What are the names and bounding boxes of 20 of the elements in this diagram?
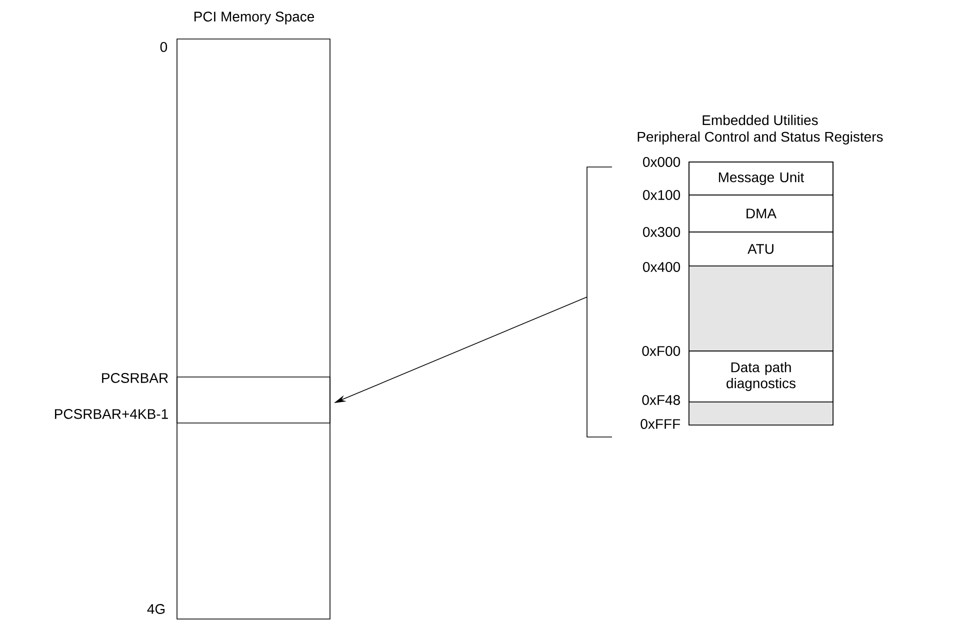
address-label: 0xF00 bbox=[642, 346, 680, 356]
heading: Peripheral Control and Status Registers bbox=[638, 131, 883, 145]
memory-column bbox=[176, 12, 330, 620]
address-label: 0xFFF bbox=[640, 419, 680, 429]
bracket bbox=[586, 166, 612, 438]
register-block: DMA bbox=[688, 194, 834, 232]
address-label: 0x000 bbox=[643, 157, 680, 167]
address-label: 0x100 bbox=[643, 190, 680, 200]
address-label: 4G bbox=[147, 604, 165, 614]
heading: Embedded Utilities bbox=[702, 114, 818, 126]
address-label: PCSRBAR bbox=[102, 373, 168, 383]
address-label: 0x400 bbox=[643, 262, 680, 272]
reserved-block bbox=[688, 402, 834, 426]
address-label: 0x300 bbox=[643, 227, 680, 237]
address-label: 0xF48 bbox=[642, 395, 680, 405]
address-label: 0 bbox=[160, 42, 168, 52]
reserved-block bbox=[688, 266, 834, 352]
register-block: Message Unit bbox=[688, 162, 834, 196]
heading: PCI Memory Space bbox=[194, 12, 314, 24]
window-slot bbox=[176, 376, 330, 424]
